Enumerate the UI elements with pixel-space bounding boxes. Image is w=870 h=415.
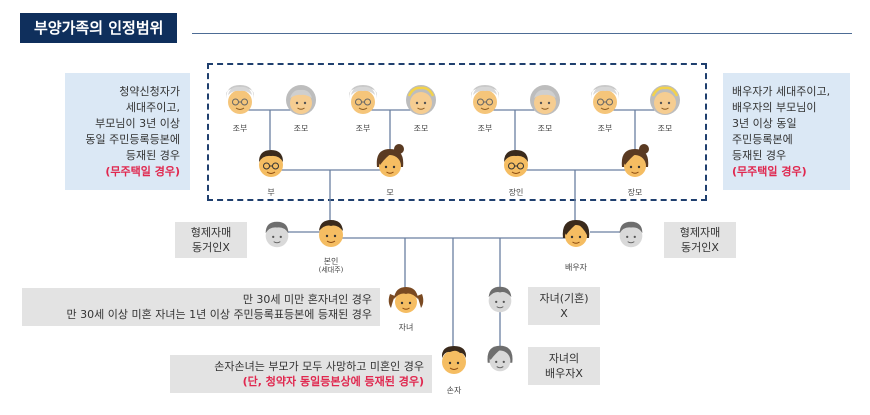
grandfather-label: 조부 — [597, 124, 613, 133]
grandmother-label: 조모 — [657, 124, 673, 133]
spouse-icon — [562, 220, 590, 247]
sibling-right-box: 형제자매 동거인X — [664, 222, 736, 258]
mother-in-law-icon — [621, 144, 649, 177]
sibling-icon — [265, 221, 289, 248]
grandfather-icon — [349, 85, 377, 114]
grandchild-rule-box: 손자손녀는 부모가 모두 사망하고 미혼인 경우 (단, 청약자 동일등본상에 … — [170, 355, 432, 393]
mother-icon — [376, 144, 404, 177]
child-rule-box: 만 30세 미만 혼자녀인 경우 만 30세 이상 미혼 자녀는 1년 이상 주… — [22, 288, 380, 326]
child-spouse-box: 자녀의 배우자X — [528, 347, 600, 385]
mother-in-law-label: 장모 — [627, 188, 643, 197]
daughter-icon — [388, 287, 424, 313]
married-child-icon — [488, 286, 512, 313]
grandfather-icon — [591, 85, 619, 114]
grandmother-label: 조모 — [537, 124, 553, 133]
self-label: 본인 — [323, 257, 339, 266]
title-underline — [192, 33, 852, 34]
callout-applicant-head: 청약신청자가 세대주이고, 부모님이 3년 이상 동일 주민등록등본에 등재된 … — [65, 73, 190, 190]
self-icon — [319, 220, 343, 247]
callout-spouse-head: 배우자가 세대주이고, 배우자의 부모님이 3년 이상 동일 주민등록본에 등재… — [723, 73, 850, 190]
grandson-label: 손자 — [446, 386, 462, 395]
grandmother-icon — [406, 85, 436, 115]
child-spouse-icon — [487, 345, 513, 372]
grandfather-label: 조부 — [477, 124, 493, 133]
married-child-box: 자녀(기혼) X — [528, 287, 600, 325]
spouse-label: 배우자 — [564, 263, 588, 272]
father-icon — [259, 150, 283, 177]
father-label: 부 — [267, 188, 275, 197]
mother-label: 모 — [386, 188, 394, 197]
self-note-label: (세대주) — [318, 266, 344, 274]
page-title: 부양가족의 인정범위 — [20, 13, 178, 43]
grandson-icon — [441, 346, 467, 374]
grandmother-icon — [286, 85, 316, 115]
sibling-icon — [619, 221, 643, 248]
grandmother-icon — [530, 85, 560, 115]
grandparents-dashed-box — [207, 63, 707, 201]
father-in-law-icon — [504, 150, 528, 177]
daughter-label: 자녀 — [398, 323, 414, 332]
father-in-law-label: 장인 — [508, 188, 524, 197]
grandmother-label: 조모 — [293, 124, 309, 133]
grandmother-label: 조모 — [413, 124, 429, 133]
sibling-left-box: 형제자매 동거인X — [175, 222, 247, 258]
grandmother-icon — [650, 85, 680, 115]
grandfather-icon — [471, 85, 499, 114]
grandfather-icon — [226, 85, 254, 114]
grandfather-label: 조부 — [232, 124, 248, 133]
grandfather-label: 조부 — [355, 124, 371, 133]
